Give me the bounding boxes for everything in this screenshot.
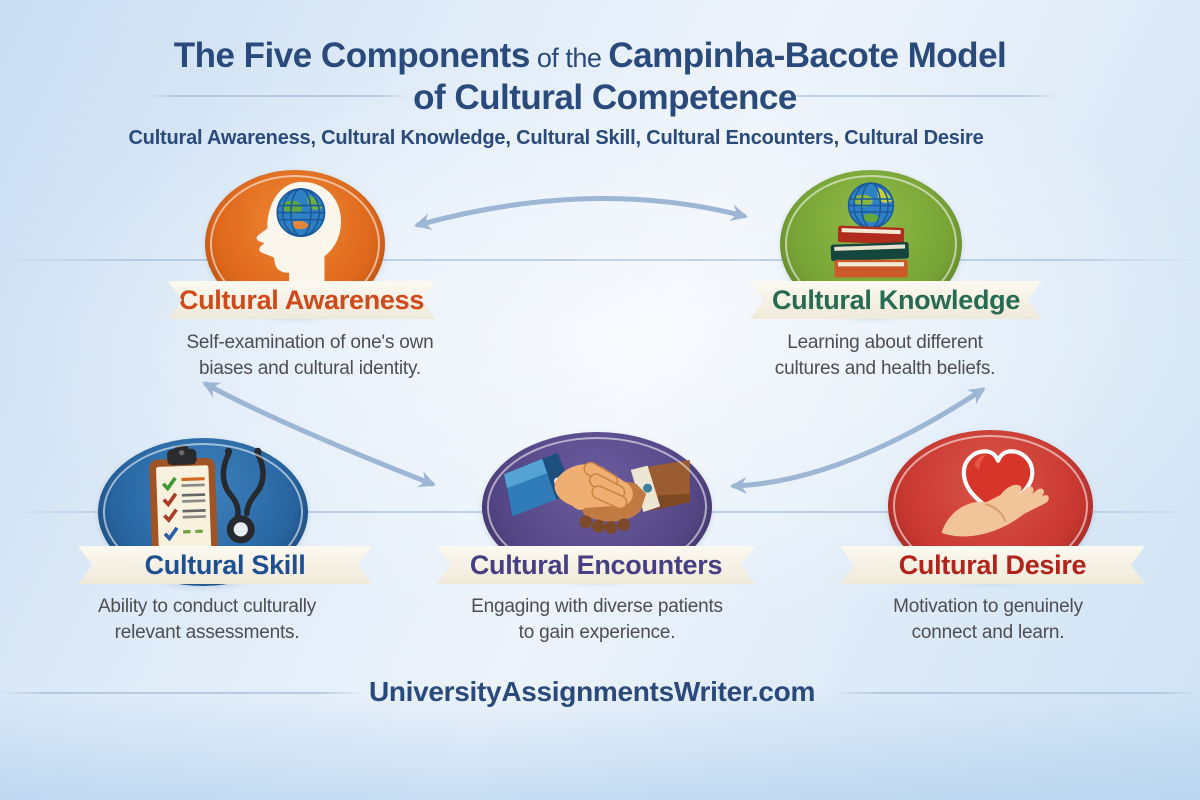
handshake-icon (504, 453, 690, 534)
cultural-knowledge-description: Learning about different cultures and he… (774, 332, 996, 379)
cultural-desire-description: Motivation to genuinely connect and lear… (893, 596, 1083, 643)
cultural-skill-description: Ability to conduct culturally relevant a… (97, 596, 317, 643)
subtitle: Cultural Awareness, Cultural Knowledge, … (128, 127, 984, 149)
cultural-skill-banner: Cultural Skill (78, 546, 372, 584)
cultural-awareness-banner: Cultural Awareness (168, 281, 435, 319)
page-title-line2: of Cultural Competence (413, 78, 797, 117)
cultural-awareness-description: Self-examination of one's own biases and… (186, 332, 434, 379)
cultural-encounters-label: Cultural Encounters (469, 549, 723, 580)
background-rule-upper (0, 259, 1200, 261)
title-part1: The Five Components (173, 36, 531, 75)
encounters-knowledge-arrow (729, 387, 986, 495)
awareness-knowledge-arrow (413, 196, 749, 230)
title-part2: of the (536, 43, 602, 73)
website-text: UniversityAssignmentsWriter.com (368, 676, 816, 707)
cultural-encounters-banner: Cultural Encounters (437, 546, 755, 584)
cultural-awareness-label: Cultural Awareness (178, 284, 425, 315)
title-part3: Campinha-Bacote Model (608, 36, 1007, 75)
title-divider-left (148, 95, 408, 97)
cultural-knowledge-banner: Cultural Knowledge (750, 281, 1042, 319)
awareness-encounters-arrow (202, 381, 436, 488)
cultural-encounters-description: Engaging with diverse patients to gain e… (471, 596, 723, 643)
footer-divider-right (832, 692, 1200, 694)
cultural-desire-banner: Cultural Desire (840, 546, 1145, 584)
footer-divider-left (0, 692, 365, 694)
cultural-knowledge-label: Cultural Knowledge (771, 284, 1021, 315)
cultural-desire-label: Cultural Desire (898, 549, 1087, 580)
hand-holding-heart-icon (940, 449, 1049, 537)
title-divider-right (773, 95, 1058, 97)
head-with-globe-icon (256, 181, 342, 292)
cultural-skill-label: Cultural Skill (144, 549, 306, 580)
books-and-globe-icon (830, 182, 909, 278)
